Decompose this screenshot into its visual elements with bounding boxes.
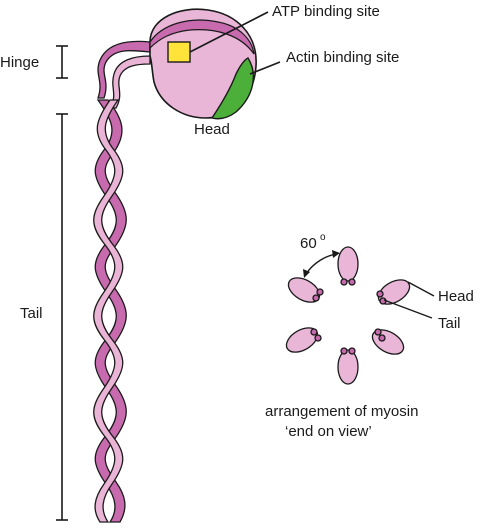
head-label: Head [194, 121, 230, 138]
atp-binding-site-label: ATP binding site [272, 3, 380, 20]
myosin-head [149, 8, 257, 120]
tail-coiled-coil [93, 99, 127, 523]
actin-binding-site-region [210, 57, 255, 120]
atp-callout [189, 11, 269, 53]
tail-label: Tail [20, 305, 43, 322]
angle-label: 60 [300, 235, 317, 252]
end-on-head-label: Head [438, 288, 474, 305]
hinge-strands [97, 40, 151, 109]
actin-binding-site-label: Actin binding site [286, 49, 399, 66]
hinge-label: Hinge [0, 54, 39, 71]
end-on-view [285, 246, 411, 385]
angle-arrow [303, 250, 340, 278]
end-on-callouts [383, 281, 435, 319]
tail-bracket [56, 113, 68, 521]
atp-binding-site-region [167, 41, 191, 63]
caption-line-2: ‘end on view’ [285, 423, 372, 440]
hinge-bracket [56, 45, 68, 79]
caption-line-1: arrangement of myosin [265, 403, 418, 420]
degree-symbol: o [320, 232, 326, 243]
actin-callout [249, 61, 281, 75]
end-on-tail-label: Tail [438, 315, 461, 332]
